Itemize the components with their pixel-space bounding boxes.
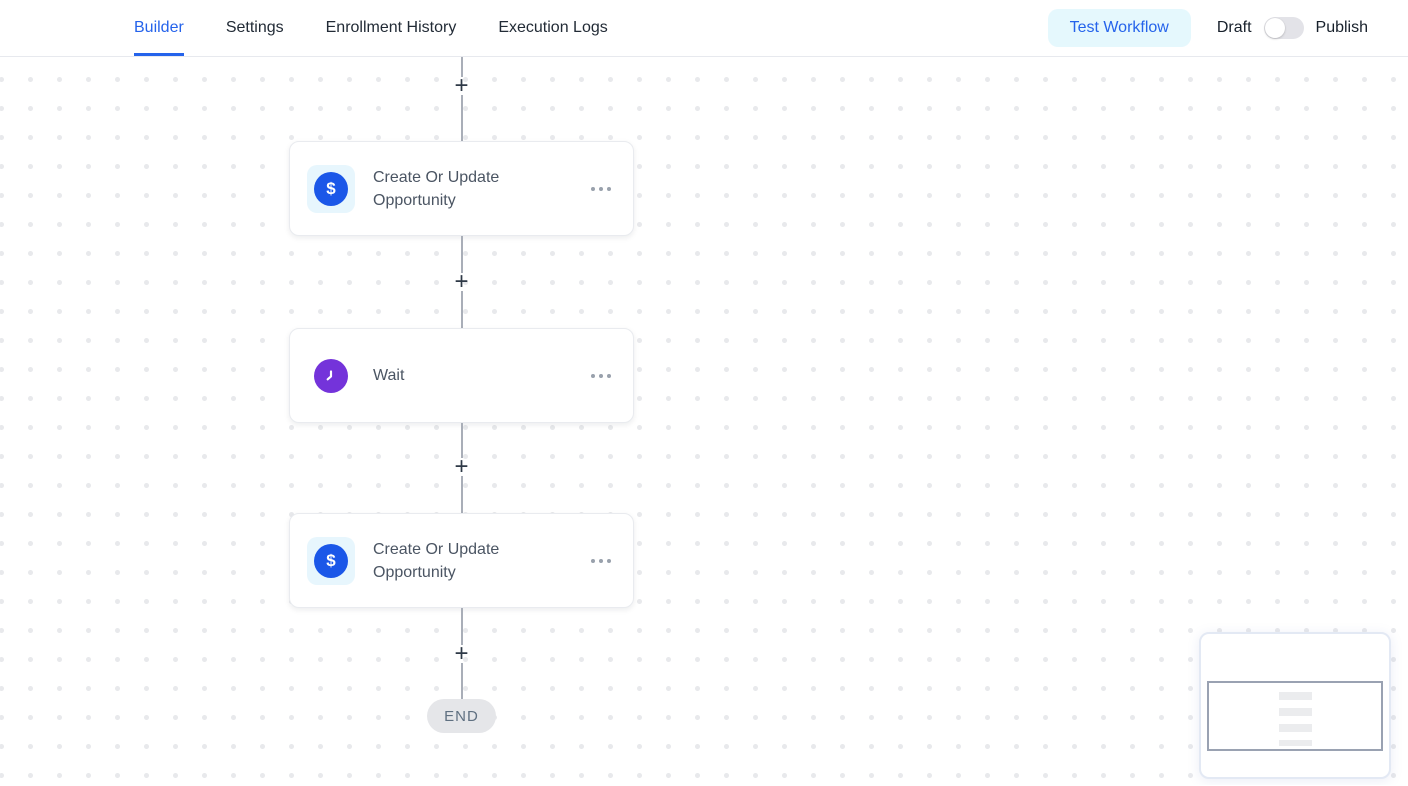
connector-line — [460, 57, 463, 77]
publish-toggle[interactable] — [1263, 17, 1304, 39]
minimap-node-bar — [1278, 692, 1312, 700]
publish-label: Publish — [1315, 19, 1368, 36]
node-icon-container: $ — [307, 536, 355, 585]
node-create-or-update-opportunity-1[interactable]: $ Create Or Update Opportunity — [289, 141, 634, 236]
header-actions: Test Workflow Draft Publish — [1047, 0, 1408, 56]
dollar-symbol: $ — [326, 179, 336, 198]
node-title: Wait — [373, 367, 405, 384]
connector-line — [460, 95, 463, 141]
tab-execution-logs[interactable]: Execution Logs — [498, 19, 608, 36]
minimap-viewport[interactable] — [1207, 681, 1383, 751]
add-step-button-4[interactable]: + — [454, 640, 469, 667]
toggle-knob — [1264, 18, 1285, 38]
workflow-canvas[interactable]: + $ Create Or Update Opportunity + — [0, 57, 1408, 785]
tab-enrollment-history[interactable]: Enrollment History — [325, 19, 457, 36]
workflow-column: + $ Create Or Update Opportunity + — [289, 57, 634, 733]
minimap[interactable] — [1199, 632, 1391, 779]
add-step-button-3[interactable]: + — [454, 453, 469, 480]
dollar-icon: $ — [314, 171, 348, 206]
minimap-node-bar — [1278, 740, 1312, 746]
publish-control: Draft Publish — [1217, 17, 1368, 39]
more-options-icon[interactable] — [589, 553, 613, 569]
test-workflow-button[interactable]: Test Workflow — [1047, 9, 1191, 47]
node-title: Create Or Update Opportunity — [373, 540, 500, 581]
node-title: Create Or Update Opportunity — [373, 168, 500, 209]
connector-line — [460, 663, 463, 699]
minimap-node-bar — [1278, 708, 1312, 716]
node-icon-container: $ — [307, 164, 355, 213]
end-node: END — [427, 699, 496, 733]
clock-icon — [314, 358, 348, 393]
minimap-node-bar — [1278, 724, 1312, 732]
draft-label: Draft — [1216, 19, 1252, 36]
connector-line — [460, 423, 463, 458]
workflow-tabs: Builder Settings Enrollment History Exec… — [134, 0, 608, 56]
add-step-button-1[interactable]: + — [454, 72, 469, 99]
tab-builder[interactable]: Builder — [134, 0, 184, 56]
node-wait[interactable]: Wait — [289, 328, 634, 423]
node-create-or-update-opportunity-2[interactable]: $ Create Or Update Opportunity — [289, 513, 634, 608]
connector-line — [460, 236, 463, 273]
node-icon-container — [307, 352, 355, 400]
tab-settings[interactable]: Settings — [225, 19, 284, 36]
connector-line — [460, 608, 463, 645]
more-options-icon[interactable] — [589, 181, 613, 197]
add-step-button-2[interactable]: + — [454, 268, 469, 295]
connector-line — [460, 476, 463, 513]
top-navbar: Builder Settings Enrollment History Exec… — [0, 0, 1408, 57]
more-options-icon[interactable] — [589, 368, 613, 384]
dollar-icon: $ — [314, 543, 348, 578]
connector-line — [460, 291, 463, 328]
dollar-symbol: $ — [326, 551, 336, 570]
